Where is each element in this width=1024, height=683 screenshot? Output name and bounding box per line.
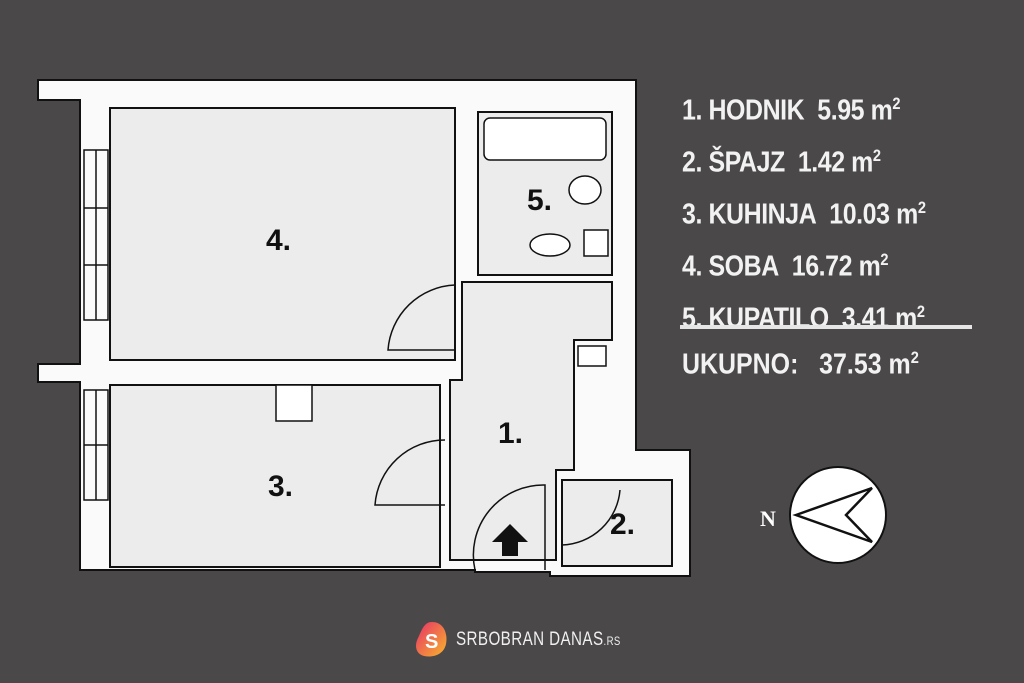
legend-row: 2. ŠPAJZ 1.42 m2 <box>682 130 926 182</box>
room-number: 5. <box>682 302 702 335</box>
toilet <box>529 233 571 257</box>
room-area: 10.03 <box>829 198 890 231</box>
unit-exp: 2 <box>880 250 889 269</box>
unit: m <box>851 146 873 179</box>
unit-exp: 2 <box>917 198 926 217</box>
doors <box>374 284 621 571</box>
room-area: 1.42 <box>797 146 845 179</box>
logo: S SRBOBRAN DANAS.RS <box>414 620 662 660</box>
room-area: 5.95 <box>817 94 865 127</box>
total-value: 37.53 <box>819 348 882 381</box>
room-label-2: 2. <box>610 508 635 541</box>
unit: m <box>888 348 911 381</box>
unit: m <box>858 250 881 283</box>
unit: m <box>870 94 893 127</box>
area-legend: 1. HODNIK 5.95 m2 2. ŠPAJZ 1.42 m2 3. KU… <box>682 78 926 338</box>
room-2-spajz <box>561 479 673 567</box>
room-label-3: 3. <box>268 470 293 503</box>
room-number: 3. <box>682 198 702 231</box>
logo-name: SRBOBRAN DANAS <box>456 629 604 650</box>
room-name: HODNIK <box>708 94 805 127</box>
unit-exp: 2 <box>910 348 919 367</box>
bathtub <box>483 117 607 161</box>
total-label: UKUPNO: <box>682 348 799 381</box>
legend-row: 1. HODNIK 5.95 m2 <box>682 78 926 130</box>
windows <box>83 149 109 501</box>
legend-row: 3. KUHINJA 10.03 m2 <box>682 182 926 234</box>
logo-letter: S <box>425 631 438 653</box>
legend-row: 4. SOBA 16.72 m2 <box>682 234 926 286</box>
room-area: 16.72 <box>791 250 853 283</box>
entrance-arrow-icon <box>492 524 528 556</box>
unit: m <box>895 302 917 335</box>
room-name: ŠPAJZ <box>708 146 785 179</box>
room-name: KUHINJA <box>708 198 817 231</box>
unit-exp: 2 <box>916 302 925 321</box>
compass-north-label: N <box>760 506 776 531</box>
logo-icon: S <box>416 622 447 657</box>
room-number: 1. <box>682 94 702 127</box>
chimney <box>275 384 313 422</box>
room-area: 3.41 <box>841 302 889 335</box>
room-number: 4. <box>682 250 702 283</box>
logo-text: SRBOBRAN DANAS.RS <box>456 629 621 651</box>
room-label-5: 5. <box>527 184 552 217</box>
logo-tld: .RS <box>603 634 621 648</box>
north-arrow-icon <box>792 486 873 544</box>
room-label-1: 1. <box>498 417 523 450</box>
room-1-hodnik <box>449 281 613 561</box>
total-area: UKUPNO: 37.53 m2 <box>682 348 919 382</box>
shaft <box>583 229 609 257</box>
room-label-4: 4. <box>266 224 291 257</box>
compass: N <box>760 466 887 564</box>
unit-exp: 2 <box>892 94 901 113</box>
room-number: 2. <box>682 146 702 179</box>
legend-row: 5. KUPATILO 3.41 m2 <box>682 286 926 338</box>
sink <box>568 175 602 205</box>
divider <box>680 325 972 329</box>
room-name: SOBA <box>708 250 779 283</box>
unit: m <box>896 198 918 231</box>
small-cabinet <box>577 345 607 367</box>
unit-exp: 2 <box>872 146 881 165</box>
room-name: KUPATILO <box>708 302 829 335</box>
room-3-kuhinja <box>109 384 441 568</box>
